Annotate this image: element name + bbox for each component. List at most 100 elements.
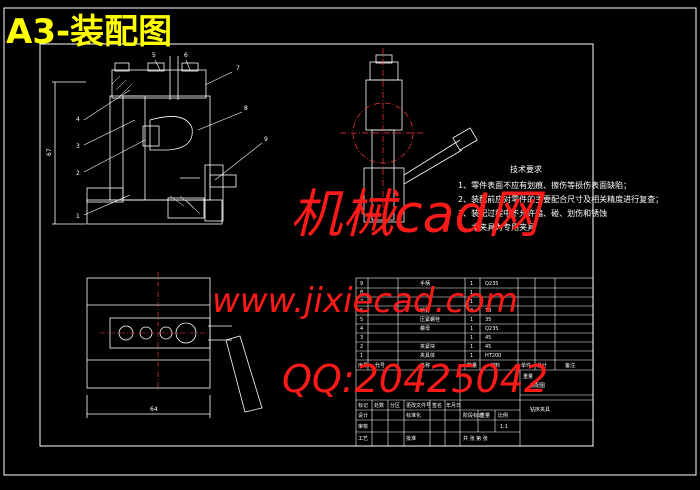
note-3: 3、装配过程中不允许磕、碰、划伤和锈蚀 (458, 208, 607, 218)
bom-header-name: 名称 (420, 362, 430, 369)
bom-row: 1 夹具体 1 HT200 (360, 352, 501, 359)
bom-row: 8 1 (360, 290, 473, 296)
bom-header: 序号 代号 名称 数量 材料 单件 总计 重量 备注 (358, 362, 575, 380)
svg-text:压紧螺栓: 压紧螺栓 (420, 316, 440, 323)
tb-scale-label: 比例 (498, 412, 508, 419)
svg-text:5: 5 (360, 317, 363, 323)
note-4: 4、本夹具为专用夹具 (458, 222, 535, 232)
bom-header-mat: 材料 (490, 362, 500, 369)
svg-text:螺母: 螺母 (420, 325, 430, 332)
tb-stage: 阶段标记 (463, 412, 483, 419)
tb-role-approve: 批准 (406, 435, 416, 442)
svg-text:手柄: 手柄 (420, 280, 430, 287)
bom-table (355, 277, 594, 447)
svg-text:2: 2 (360, 344, 363, 350)
svg-text:夹具体: 夹具体 (420, 352, 435, 359)
bom-header-weight: 重量 (523, 373, 533, 380)
svg-text:4: 4 (360, 326, 363, 332)
svg-text:1: 1 (470, 290, 473, 296)
bom-header-code: 代号 (375, 362, 385, 369)
technical-notes: 技术要求 1、零件表面不应有划痕、擦伤等损伤表面缺陷； 2、装配前应对零件的主要… (458, 164, 663, 232)
bom-row: 2 夹紧块 1 45 (360, 343, 491, 350)
tb-label-date: 年月日 (446, 402, 461, 409)
tb-scale: 1:1 (500, 424, 508, 430)
tb-label-mark: 标记 (358, 402, 368, 409)
svg-text:1: 1 (470, 335, 473, 341)
callout-leaders (83, 59, 263, 216)
callout-3: 3 (76, 143, 80, 150)
tb-weight: 重量 (480, 412, 490, 419)
svg-text:6: 6 (360, 308, 363, 314)
callout-4: 4 (76, 116, 80, 123)
callout-8: 8 (244, 105, 248, 112)
svg-text:HT200: HT200 (485, 353, 501, 359)
svg-text:9: 9 (360, 281, 363, 287)
callout-1: 1 (76, 213, 80, 220)
tb-label-sign: 签名 (432, 402, 442, 409)
callout-9: 9 (264, 136, 268, 143)
tb-label-zone: 分区 (390, 402, 400, 409)
note-2: 2、装配前应对零件的主要配合尺寸及相关精度进行复查； (458, 194, 663, 204)
svg-text:1: 1 (470, 353, 473, 359)
svg-text:1: 1 (470, 299, 473, 305)
tb-sheet: 共 张 第 张 (463, 435, 488, 442)
bom-header-qty: 数量 (467, 362, 477, 369)
top-view-centerlines (100, 272, 210, 392)
svg-text:Q235: Q235 (485, 326, 498, 332)
side-view-centerlines (340, 48, 425, 230)
bom-header-no: 序号 (358, 362, 368, 369)
svg-text:1: 1 (470, 344, 473, 350)
tb-role-review: 审核 (358, 423, 368, 430)
svg-text:45: 45 (485, 344, 491, 350)
svg-text:1: 1 (470, 317, 473, 323)
bom-row: 5 压紧螺栓 1 35 (360, 316, 491, 323)
svg-text:35: 35 (485, 317, 491, 323)
side-view (363, 54, 478, 223)
callout-5: 5 (152, 52, 156, 59)
bom-header-unit: 单件 (521, 362, 531, 369)
bom-header-remark: 备注 (565, 362, 575, 369)
tb-role-design: 设计 (358, 412, 368, 419)
callout-6: 6 (184, 52, 188, 59)
svg-text:T8: T8 (484, 308, 491, 314)
notes-heading: 技术要求 (510, 164, 542, 174)
sheet-outer-border (3, 7, 697, 476)
bom-row: 4 螺母 1 Q235 (360, 325, 498, 332)
bom-row: 6 销钉 4 T8 (360, 307, 491, 314)
svg-text:45: 45 (485, 335, 491, 341)
dim-bottom: 64 (150, 406, 158, 413)
svg-text:3: 3 (360, 335, 363, 341)
drawing-frame (39, 43, 594, 447)
tb-drawing-name: 装配图 (530, 382, 545, 389)
dim-left: 67 (46, 148, 53, 156)
tb-label-count: 处数 (374, 402, 384, 409)
bom-row: 7 1 (360, 299, 473, 305)
note-1: 1、零件表面不应有划痕、擦伤等损伤表面缺陷； (458, 180, 631, 190)
sheet-title: A3-装配图 (6, 12, 172, 52)
watermark-line3: QQ:20425042 (282, 357, 548, 401)
bom-row: 9 手柄 1 Q235 (360, 280, 498, 287)
watermark-line1: 机械cad网 (290, 185, 545, 245)
tb-role-process: 工艺 (358, 436, 368, 442)
callout-2: 2 (76, 170, 80, 177)
svg-text:7: 7 (360, 299, 363, 305)
front-view (52, 56, 237, 225)
svg-text:4: 4 (470, 308, 473, 314)
bom-row: 3 1 45 (360, 335, 491, 341)
svg-text:Q235: Q235 (485, 281, 498, 287)
callout-7: 7 (236, 65, 240, 72)
tb-org: 钻床夹具 (530, 406, 550, 413)
svg-text:1: 1 (470, 281, 473, 287)
bom-header-total: 总计 (537, 362, 547, 369)
callout-labels: 4 5 6 7 8 3 2 1 9 (76, 52, 268, 220)
watermark: 机械cad网 www.jixiecad.com QQ:20425042 (212, 185, 548, 401)
title-block: 标记 处数 分区 更改文件号 签名 年月日 设计 审核 工艺 标准化 批准 阶段… (358, 382, 550, 442)
svg-text:1: 1 (360, 353, 363, 359)
tb-role-standard: 标准化 (406, 412, 421, 419)
watermark-line2: www.jixiecad.com (212, 281, 518, 321)
svg-text:销钉: 销钉 (420, 307, 430, 314)
tb-label-change: 更改文件号 (406, 402, 431, 409)
bom-rows: 9 手柄 1 Q235 8 1 7 1 6 销钉 4 T8 5 压紧螺栓 1 3… (360, 280, 501, 359)
